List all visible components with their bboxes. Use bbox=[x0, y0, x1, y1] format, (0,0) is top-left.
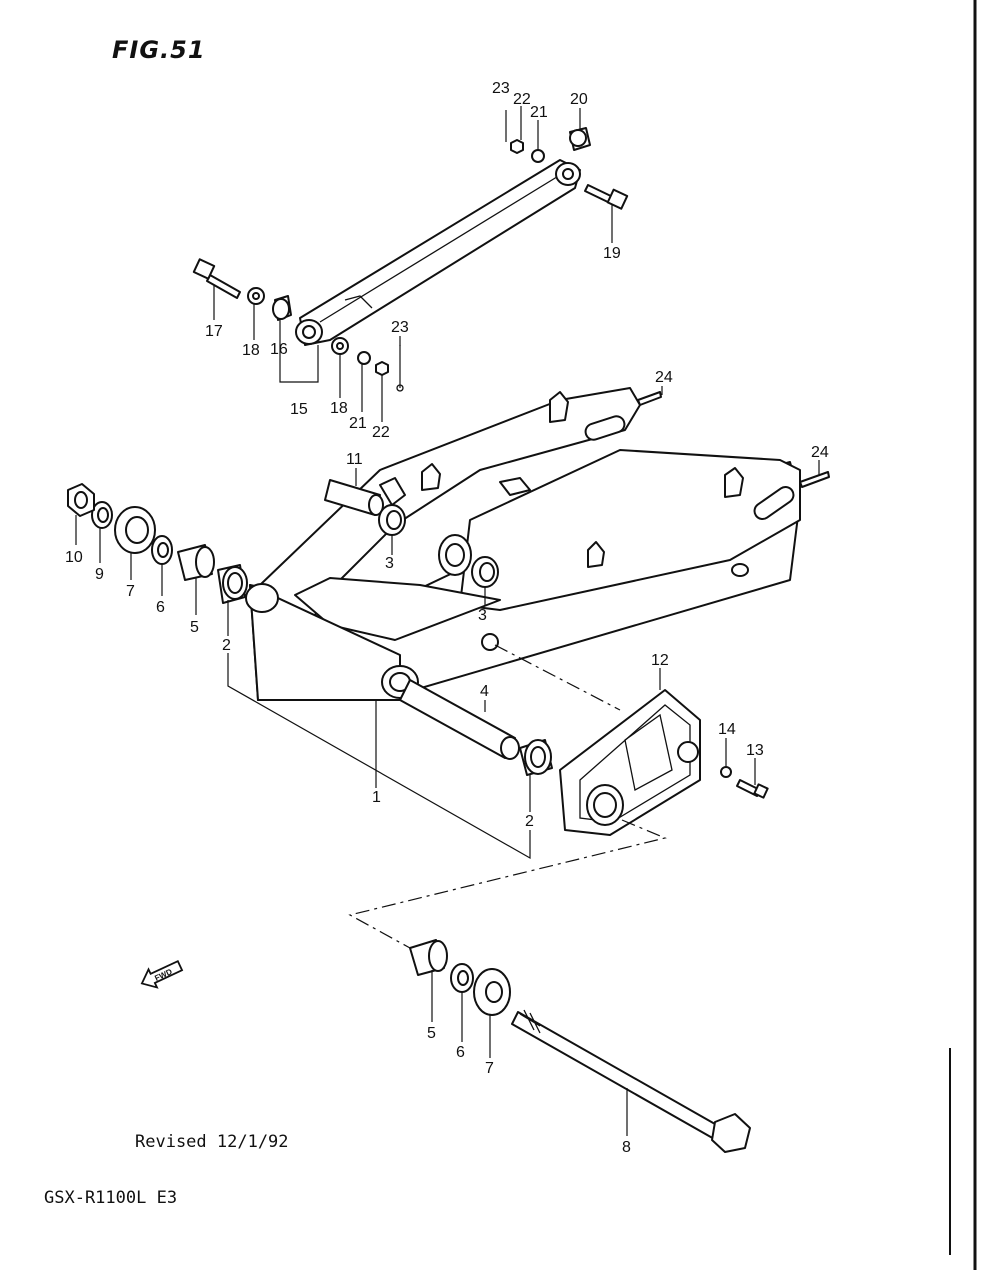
pivot-pipe-4 bbox=[399, 679, 516, 759]
callout-5-upper: 5 bbox=[190, 619, 199, 636]
callout-3-left: 3 bbox=[385, 555, 394, 572]
pivot-shaft-8 bbox=[511, 1009, 751, 1153]
torque-rod bbox=[295, 159, 581, 346]
fwd-arrow-icon: FWD bbox=[140, 959, 184, 989]
callout-9: 9 bbox=[95, 566, 104, 583]
leader-15-bracket bbox=[279, 318, 319, 383]
callout-4: 4 bbox=[480, 683, 489, 700]
bearing-3-left-inner bbox=[386, 510, 402, 530]
callout-6-lower: 6 bbox=[456, 1044, 465, 1061]
callout-23-lower: 23 bbox=[391, 319, 409, 336]
assembly-line-pivot bbox=[494, 644, 621, 711]
callout-8: 8 bbox=[622, 1139, 631, 1156]
callout-18-lower: 18 bbox=[330, 400, 348, 417]
spacer-7-lower-inner bbox=[485, 981, 503, 1003]
pivot-pipe-4-end bbox=[500, 736, 520, 760]
bolt-13 bbox=[736, 779, 769, 799]
callout-12: 12 bbox=[651, 652, 669, 669]
figure-title: FIG.51 bbox=[112, 36, 206, 64]
washer-14 bbox=[720, 766, 732, 778]
sleeve-5-lower-face bbox=[428, 940, 448, 972]
bushing-16-face bbox=[272, 298, 290, 320]
callout-21-lower: 21 bbox=[349, 415, 367, 432]
bearing-2-lower bbox=[519, 739, 553, 776]
callout-14: 14 bbox=[718, 721, 736, 738]
nut-22-lower bbox=[375, 361, 389, 376]
callout-19: 19 bbox=[603, 245, 621, 262]
callout-22-lower: 22 bbox=[372, 424, 390, 441]
spacer-7-upper-inner bbox=[125, 516, 149, 544]
washer-21-lower bbox=[357, 351, 371, 365]
washer-18-lower-hole bbox=[336, 342, 344, 350]
washer-9-hole bbox=[97, 507, 109, 523]
callout-22-upper: 22 bbox=[513, 91, 531, 108]
callout-2-upper: 2 bbox=[222, 637, 231, 654]
callout-numbers: 23 22 21 20 19 17 18 16 23 15 18 21 22 2… bbox=[65, 80, 829, 1156]
callout-5-lower: 5 bbox=[427, 1025, 436, 1042]
callout-1: 1 bbox=[372, 789, 381, 806]
nut-22-upper bbox=[510, 139, 524, 154]
sleeve-5-upper-face bbox=[195, 546, 215, 578]
washer-18-upper-hole bbox=[252, 292, 260, 300]
sleeve-11-end bbox=[368, 494, 384, 516]
nut-10-hole bbox=[74, 491, 88, 509]
leader-2-upper-bracket bbox=[227, 600, 531, 860]
callout-21-upper: 21 bbox=[530, 104, 548, 121]
callout-20: 20 bbox=[570, 91, 588, 108]
bearing-2-upper bbox=[217, 564, 248, 604]
model-code: GSX-R1100L E3 bbox=[44, 1188, 178, 1208]
callout-11: 11 bbox=[346, 451, 363, 468]
chain-case-12 bbox=[559, 689, 701, 836]
callout-3-right: 3 bbox=[478, 607, 487, 624]
callout-24-upper: 24 bbox=[655, 369, 673, 386]
washer-6-lower-hole bbox=[457, 970, 469, 986]
bolt-19 bbox=[584, 184, 629, 210]
cotter-pin-23-lower-eye bbox=[396, 384, 404, 392]
callout-24-right: 24 bbox=[811, 444, 829, 461]
callout-17: 17 bbox=[205, 323, 223, 340]
callout-6-upper: 6 bbox=[156, 599, 165, 616]
adjuster-bolt-24-right bbox=[799, 471, 830, 488]
washer-6-upper-hole bbox=[157, 542, 169, 558]
callout-18-upper: 18 bbox=[242, 342, 260, 359]
callout-13: 13 bbox=[746, 742, 764, 759]
callout-2-lower: 2 bbox=[525, 813, 534, 830]
bolt-17 bbox=[192, 258, 241, 299]
sleeve-20-face bbox=[569, 129, 587, 147]
swingarm bbox=[245, 387, 801, 701]
fwd-label: FWD bbox=[153, 967, 174, 983]
callout-10: 10 bbox=[65, 549, 83, 566]
callout-7-upper: 7 bbox=[126, 583, 135, 600]
washer-21-upper bbox=[531, 149, 545, 163]
adjuster-bolt-24-upper bbox=[637, 391, 662, 406]
callout-16: 16 bbox=[270, 341, 288, 358]
revision-note: Revised 12/1/92 bbox=[135, 1132, 289, 1152]
assembly-line-lower bbox=[348, 819, 667, 949]
bearing-3-right-inner bbox=[479, 562, 495, 582]
callout-15: 15 bbox=[290, 401, 308, 418]
callout-7-lower: 7 bbox=[485, 1060, 494, 1077]
callout-23-upper: 23 bbox=[492, 80, 510, 97]
